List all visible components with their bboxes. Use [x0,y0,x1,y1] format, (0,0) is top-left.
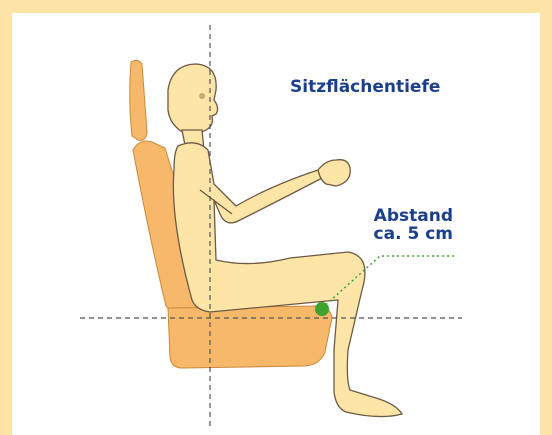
seat-depth-label: Sitzflächentiefe [290,78,440,96]
torso-and-legs [173,143,402,417]
headrest [130,60,147,140]
hand [318,160,350,186]
distance-marker [315,302,329,316]
distance-label: Abstand ca. 5 cm [343,207,453,243]
distance-label-line1: Abstand [343,207,453,225]
seat-cushion [168,306,332,368]
ear [199,93,205,99]
distance-label-line2: ca. 5 cm [343,225,453,243]
